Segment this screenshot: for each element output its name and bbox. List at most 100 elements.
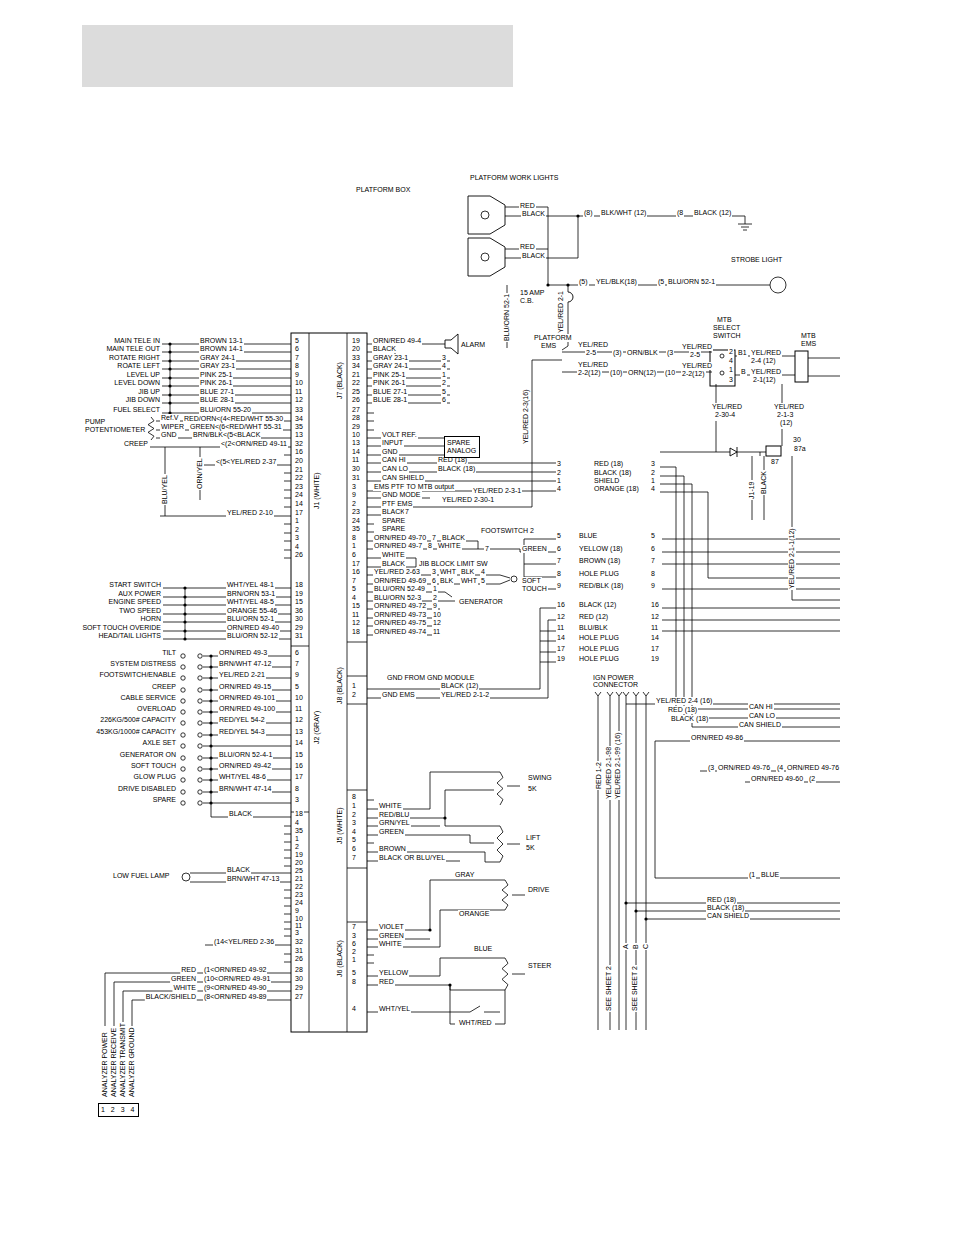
wire-label: 7 [351,577,357,585]
wire-label: 9 [432,602,438,610]
terminal [198,801,202,805]
terminal [181,767,185,771]
wire-label: 7 [351,854,357,862]
wire-label: BRN/ORN 53-1 [226,590,276,598]
wire-label: 6 [431,577,437,585]
terminal [181,801,185,805]
wire-label: GRAY 23-1 [199,362,236,370]
wire-label: 15 [351,602,361,610]
wire-label: ORN/RED 49-4 [372,337,422,345]
wire-label: (10) [609,369,623,377]
wire-label: J1 (WHITE) [313,471,321,510]
wire-label: C [642,943,650,950]
wire-label: J2 (GRAY) [313,710,321,745]
wire-label: 32 [294,440,304,448]
junction-dot [209,688,212,691]
wire-label: 5K [525,844,536,852]
wire-label: GLOW PLUG [133,773,177,781]
wire-label: LIFT [525,834,541,842]
wire [347,333,348,1032]
wire-label: PLATFORM [533,334,573,342]
wire-label: 2 [556,469,562,477]
terminal [198,654,202,658]
wire-label: BLACK [226,866,251,874]
wire-label: 87 [770,458,780,466]
wire-label: PINK 26-1 [199,379,233,387]
wire [484,1012,500,1013]
junction-dot [168,359,171,362]
wire-label: <(2<ORN/RED 49-11 [220,440,288,448]
wire-label: BLU/ORN 52-1 [226,615,275,623]
wire-label: (8<ORN/RED 49-89 [203,993,267,1001]
wire-label: SWITCH [712,332,742,340]
wire-label: B1 [737,349,748,357]
wire-label: 7 [431,534,437,542]
wire [367,955,374,956]
wire-label: 8 [294,362,300,370]
wire-label: 1 [351,682,357,690]
wire-label: START SWITCH [108,581,162,589]
wire [643,692,649,696]
wire-label: 2-1-3 [776,411,794,419]
wire-label: ORN/RED 49-69 [373,577,427,585]
wire-label: 2 [650,469,656,477]
wire-label: SELECT [712,324,741,332]
wire-label: GRAY 24-1 [199,354,236,362]
wire-label: (3) [612,349,623,357]
wire-label: LOW FUEL LAMP [112,872,171,880]
wire-label: 11 [556,624,565,632]
wire-label: 13 [294,431,304,439]
wire-label: 3 [351,819,357,827]
wire-label: YEL/RED [750,368,782,376]
wire-label: BLU/ORN 52-1 [667,278,716,286]
wire-label: WHT/YEL 48-6 [218,773,267,781]
wire [367,446,444,447]
wire-label: YEL/RED 2-30-1 [441,496,495,504]
wire-label: 1 [432,585,438,593]
wire-label: BLUE 27-1 [199,388,235,396]
wire-label: HEAD/TAIL LIGHTS [97,632,162,640]
wire-label: 17 [351,560,361,568]
wire-label: 18 [351,628,361,636]
wire-label: YEL/RED 2-3(16) [522,389,530,445]
wire-label: PUMP [84,418,106,426]
wire-label: WHITE [378,802,403,810]
terminal [198,756,202,760]
wire-label: 33 [294,406,304,414]
wire-label: 2-30-4 [714,411,736,419]
wire-label: 11 [432,628,441,636]
wire-label: 12 [650,613,660,621]
junction-dot [448,983,451,986]
wire-label: 25 [351,388,361,396]
wire-label: 5 [351,969,357,977]
wire-label: RED (18) [667,706,698,714]
wire [284,929,291,930]
wire-label: BLU/ORN 52-4-1 [218,751,273,759]
wire-label: 11 [294,705,303,713]
wire [450,985,455,1024]
wire-label: SPARE [381,517,406,525]
wire-label: CAN SHIELD [738,721,782,729]
wire-label: 9 [294,371,300,379]
wire-label: BRN/BLK<(5<BLACK [192,431,261,439]
wire-label: 15 [294,751,304,759]
wire-label: 29 [294,624,304,632]
wire-label: 20 [351,345,361,353]
wire [416,558,417,567]
wire-label: 226KG/500# CAPACITY [99,716,177,724]
junction-dot [209,778,212,781]
wire-label: 28 [351,414,361,422]
wire-label: J5 (WHITE) [336,806,344,845]
wire-label: RED (12) [578,613,609,621]
wire-label: HOLE PLUG [578,634,620,642]
wire-label: YELLOW (18) [578,545,624,553]
wire-label: YEL/RED 2-1-98 [605,746,613,800]
terminal [181,744,185,748]
wire-label: 3 [431,568,437,576]
wire [662,589,840,590]
wire-label: YEL/RED 2-1-1(12) [788,527,796,590]
wire-label: BLACK (18) [706,904,745,912]
wire [616,692,622,696]
wire-label: MTB [800,332,817,340]
wire [347,922,367,923]
